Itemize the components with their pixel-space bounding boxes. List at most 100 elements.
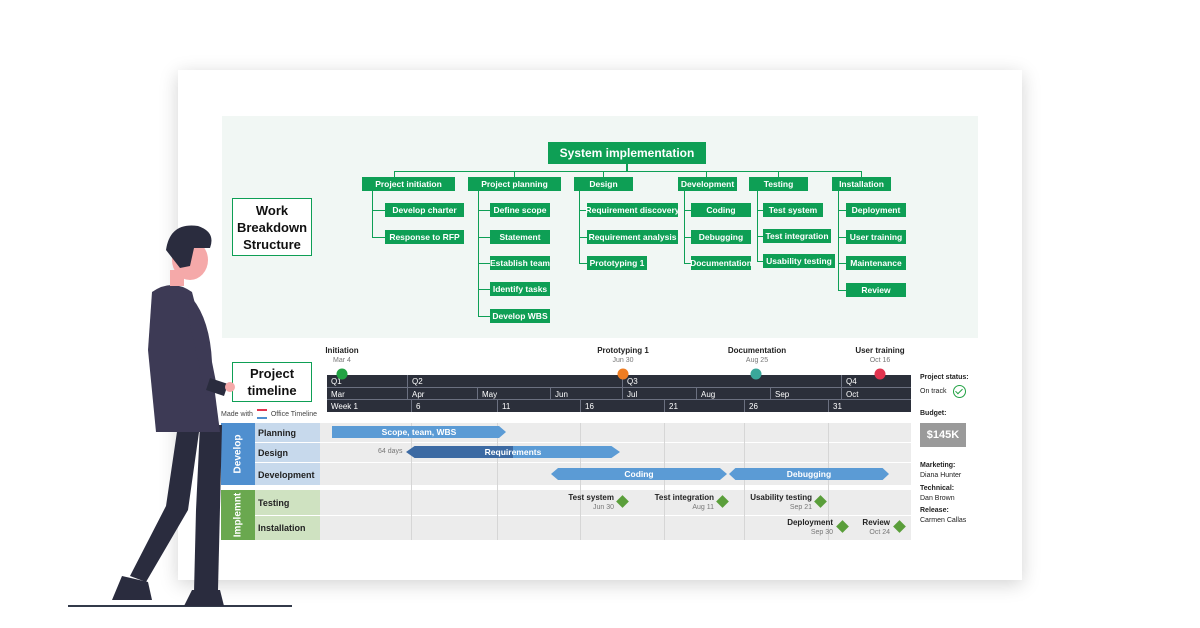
presenter-illustration bbox=[68, 225, 292, 607]
milestone-date: Mar 4 bbox=[333, 357, 351, 364]
milestone-date: Jun 30 bbox=[612, 357, 634, 364]
wbs-item: Establish team bbox=[490, 256, 550, 270]
status-label: Project status: bbox=[920, 374, 969, 381]
develop-rows-header bbox=[255, 423, 320, 485]
row-label: Testing bbox=[258, 498, 290, 508]
office-timeline-icon bbox=[256, 409, 267, 419]
connector bbox=[579, 210, 588, 211]
row-divider bbox=[255, 515, 911, 516]
connector bbox=[626, 164, 628, 172]
connector bbox=[579, 237, 588, 238]
milestone-label: Documentation bbox=[727, 346, 787, 355]
wbs-item: Review bbox=[846, 283, 906, 297]
wbs-panel: Work Breakdown Structure System implemen… bbox=[222, 116, 978, 338]
task-milestone-label: Test integration bbox=[654, 493, 714, 502]
connector bbox=[757, 210, 764, 211]
connector bbox=[861, 171, 862, 178]
release-value: Carmen Callas bbox=[920, 517, 967, 524]
row-label: Planning bbox=[258, 428, 296, 438]
wbs-branch-installation: Installation bbox=[832, 177, 891, 191]
wbs-item: Documentation bbox=[690, 256, 752, 270]
wbs-branch-design: Design bbox=[574, 177, 633, 191]
connector bbox=[514, 171, 515, 178]
connector bbox=[478, 237, 490, 238]
task-bar: Debugging bbox=[729, 468, 889, 480]
wbs-item: Test system bbox=[763, 203, 823, 217]
connector bbox=[478, 316, 490, 317]
task-bar: Scope, team, WBS bbox=[332, 426, 506, 438]
week-cell: 16 bbox=[580, 400, 664, 412]
milestone-marker bbox=[874, 368, 886, 380]
wbs-item: Statement bbox=[490, 230, 550, 244]
month-cell: May bbox=[477, 388, 550, 400]
month-cell: Jul bbox=[622, 388, 696, 400]
wbs-item: Requirement analysis bbox=[587, 230, 678, 244]
connector bbox=[394, 171, 862, 172]
week-cell: 6 bbox=[411, 400, 497, 412]
connector bbox=[757, 191, 758, 261]
wbs-item: Usability testing bbox=[763, 254, 835, 268]
row-label: Development bbox=[258, 470, 315, 480]
month-scale: Mar Apr May Jun Jul Aug Sep Oct bbox=[327, 387, 911, 400]
connector bbox=[478, 191, 479, 316]
wbs-item: Maintenance bbox=[846, 256, 906, 270]
technical-label: Technical: bbox=[920, 485, 955, 492]
connector bbox=[478, 289, 490, 290]
wbs-title: Work Breakdown Structure bbox=[232, 198, 312, 256]
connector bbox=[684, 263, 692, 264]
week-scale: Week 1 6 11 16 21 26 31 bbox=[327, 399, 911, 412]
connector bbox=[478, 263, 490, 264]
wbs-item: Define scope bbox=[490, 203, 550, 217]
connector bbox=[778, 171, 779, 178]
row-label: Installation bbox=[258, 523, 306, 533]
milestone-label: User training bbox=[855, 346, 905, 355]
task-duration: 64 days bbox=[378, 448, 403, 455]
wbs-branch-development: Development bbox=[678, 177, 737, 191]
task-milestone-date: Aug 11 bbox=[692, 504, 714, 511]
connector bbox=[757, 261, 764, 262]
row-divider bbox=[255, 442, 911, 443]
quarter-scale: Q1 Q2 Q3 Q4 bbox=[327, 375, 911, 387]
connector bbox=[706, 171, 707, 178]
made-with-label: Made with bbox=[221, 410, 253, 418]
budget-badge: $145K bbox=[920, 423, 966, 447]
group-develop: Develop bbox=[221, 423, 255, 485]
wbs-item: Develop WBS bbox=[490, 309, 550, 323]
task-bar: Coding bbox=[551, 468, 727, 480]
made-with-credit: Made with Office Timeline bbox=[221, 409, 317, 419]
week-cell: Week 1 bbox=[331, 401, 358, 411]
task-milestone-date: Oct 24 bbox=[869, 529, 890, 536]
connector bbox=[838, 191, 839, 290]
check-icon bbox=[953, 385, 966, 398]
wbs-item: User training bbox=[846, 230, 906, 244]
milestone-date: Aug 25 bbox=[745, 357, 769, 364]
status-value: On track bbox=[920, 388, 947, 395]
week-cell: 31 bbox=[828, 400, 911, 412]
wbs-root: System implementation bbox=[548, 142, 706, 164]
connector bbox=[603, 171, 604, 178]
marketing-value: Diana Hunter bbox=[920, 472, 962, 479]
grid-line bbox=[828, 423, 829, 540]
task-milestone-label: Test system bbox=[568, 493, 614, 502]
wbs-branch-planning: Project planning bbox=[468, 177, 561, 191]
connector bbox=[579, 263, 588, 264]
technical-value: Dan Brown bbox=[920, 495, 955, 502]
wbs-branch-initiation: Project initiation bbox=[362, 177, 455, 191]
wbs-item: Identify tasks bbox=[490, 282, 550, 296]
week-cell: 11 bbox=[497, 400, 580, 412]
quarter-cell: Q3 bbox=[622, 375, 841, 387]
row-label: Design bbox=[258, 448, 289, 458]
wbs-item: Develop charter bbox=[385, 203, 464, 217]
release-label: Release: bbox=[920, 507, 949, 514]
milestone-marker bbox=[617, 368, 629, 380]
task-milestone-date: Sep 30 bbox=[810, 529, 833, 536]
week-cell: 21 bbox=[664, 400, 744, 412]
milestone-marker bbox=[336, 368, 348, 380]
connector bbox=[684, 210, 692, 211]
group-implement: Implemnt bbox=[221, 490, 255, 540]
connector bbox=[394, 171, 395, 178]
connector bbox=[684, 237, 692, 238]
wbs-item: Prototyping 1 bbox=[587, 256, 647, 270]
milestone-label: Prototyping 1 bbox=[597, 346, 649, 355]
week-cell: 26 bbox=[744, 400, 828, 412]
